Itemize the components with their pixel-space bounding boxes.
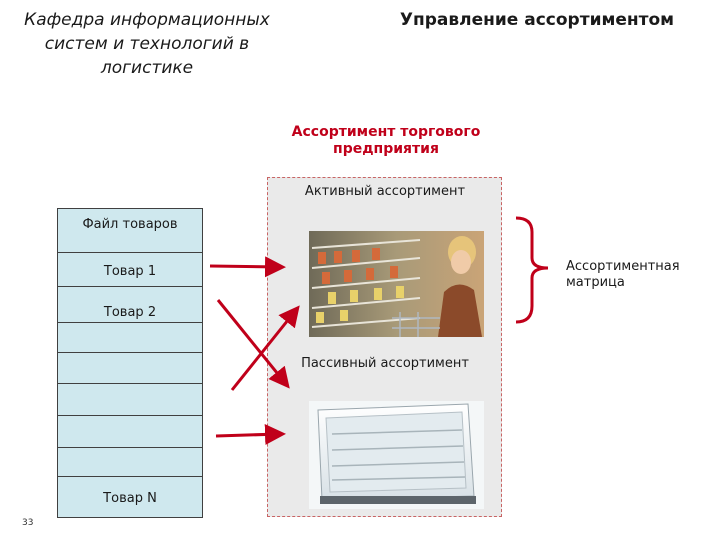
department-title: Кафедра информационных систем и технолог… xyxy=(24,10,270,78)
supermarket-photo xyxy=(309,231,484,337)
assortment-matrix-label: Ассортиментная матрица xyxy=(566,259,680,290)
arrow-item2-to-active xyxy=(230,305,300,391)
matrix-bracket xyxy=(515,216,549,324)
table-row-divider xyxy=(58,415,202,416)
table-row-divider xyxy=(58,447,202,448)
arrow-item1-to-active xyxy=(209,256,286,278)
product-item-1: Товар 1 xyxy=(103,264,157,279)
display-case-photo xyxy=(309,401,484,509)
table-row-divider xyxy=(58,476,202,477)
slide-number: 33 xyxy=(22,518,34,528)
table-row-divider xyxy=(58,252,202,253)
arrow-itemn-to-passive xyxy=(215,423,286,445)
active-assortment-label: Активный ассортимент xyxy=(304,184,466,199)
arrow-item1-to-passive xyxy=(216,299,290,389)
product-item-n: Товар N xyxy=(103,491,157,506)
passive-assortment-label: Пассивный ассортимент xyxy=(301,356,469,371)
assortment-title: Ассортимент торгового предприятия xyxy=(291,124,481,157)
table-row-divider xyxy=(58,286,202,287)
table-row-divider xyxy=(58,352,202,353)
product-file-title: Файл товаров xyxy=(82,217,178,232)
slide-title: Управление ассортиментом xyxy=(399,10,675,30)
product-item-2: Товар 2 xyxy=(103,305,157,320)
product-file-table: Файл товаров Товар 1 Товар 2 Товар N xyxy=(57,208,203,518)
table-row-divider xyxy=(58,322,202,323)
table-row-divider xyxy=(58,383,202,384)
